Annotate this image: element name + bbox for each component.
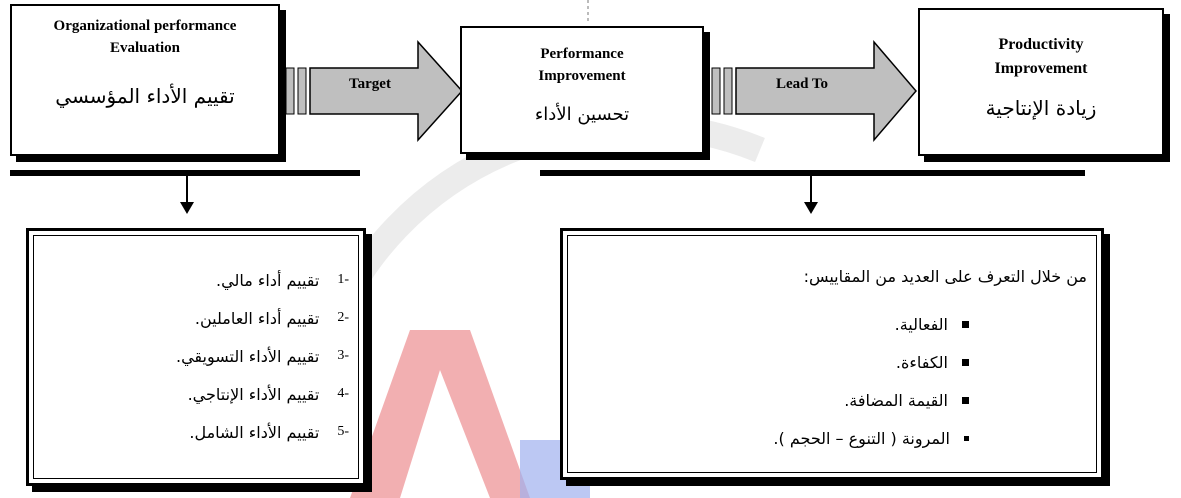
list-text: تقييم أداء مالي.: [216, 270, 320, 290]
right-down-arrow-line: [810, 176, 812, 206]
list-text: تقييم الأداء الإنتاجي.: [187, 384, 320, 404]
target-arrow: [285, 40, 464, 142]
productivity-title-line1: Productivity: [998, 36, 1084, 53]
improvement-box: Performance Improvement تحسين الأداء: [460, 26, 704, 154]
list-item: -3 تقييم الأداء التسويقي.: [49, 337, 349, 375]
list-text: المرونة ( التنوع – الحجم ).: [773, 428, 950, 448]
bullet-icon: [962, 396, 969, 404]
evaluation-types-box: -1 تقييم أداء مالي. -2 تقييم أداء العامل…: [26, 228, 366, 486]
list-text: تقييم أداء العاملين.: [194, 308, 320, 328]
list-number: -2: [337, 310, 349, 325]
evaluation-title-line1: Organizational performance: [53, 18, 237, 34]
productivity-title-line2: Improvement: [994, 60, 1088, 77]
lead-to-arrow: [711, 40, 917, 143]
measures-list: الفعالية. الكفاءة. القيمة المضافة. المرو…: [669, 305, 969, 457]
list-item: الكفاءة.: [669, 343, 969, 381]
evaluation-title-line2: Evaluation: [109, 40, 181, 56]
list-number: -3: [337, 348, 349, 363]
list-text: تقييم الأداء التسويقي.: [175, 346, 320, 366]
list-item: -1 تقييم أداء مالي.: [49, 261, 349, 299]
bullet-icon: [962, 358, 969, 366]
bullet-icon: [962, 320, 969, 328]
measures-box: من خلال التعرف على العديد من المقاييس: ا…: [560, 228, 1104, 480]
left-down-arrow-line: [186, 176, 188, 206]
lead-to-label: Lead To: [775, 76, 829, 92]
list-item: الفعالية.: [669, 305, 969, 343]
evaluation-title-ar: تقييم الأداء المؤسسي: [55, 84, 235, 108]
right-down-arrow-head: [804, 202, 818, 214]
improvement-title-line1: Performance: [540, 46, 624, 62]
bullet-icon: [964, 435, 969, 441]
list-item: القيمة المضافة.: [669, 381, 969, 419]
right-divider-bar: [540, 170, 1085, 176]
list-number: -1: [337, 272, 349, 287]
measures-intro: من خلال التعرف على العديد من المقاييس:: [803, 267, 1087, 286]
target-label: Target: [349, 76, 391, 92]
improvement-title-ar: تحسين الأداء: [534, 104, 630, 125]
list-item: -5 تقييم الأداء الشامل.: [49, 413, 349, 451]
list-number: -5: [337, 424, 349, 439]
evaluation-types-list: -1 تقييم أداء مالي. -2 تقييم أداء العامل…: [49, 261, 349, 451]
list-number: -4: [337, 386, 349, 401]
list-item: -4 تقييم الأداء الإنتاجي.: [49, 375, 349, 413]
list-item: المرونة ( التنوع – الحجم ).: [669, 419, 969, 457]
productivity-title-ar: زيادة الإنتاجية: [985, 96, 1097, 120]
list-text: الكفاءة.: [895, 352, 948, 372]
list-text: القيمة المضافة.: [844, 390, 948, 410]
left-down-arrow-head: [180, 202, 194, 214]
list-text: تقييم الأداء الشامل.: [189, 422, 320, 442]
left-divider-bar: [10, 170, 360, 176]
productivity-box: Productivity Improvement زيادة الإنتاجية: [918, 8, 1164, 156]
improvement-title-line2: Improvement: [538, 68, 626, 84]
list-item: -2 تقييم أداء العاملين.: [49, 299, 349, 337]
list-text: الفعالية.: [894, 314, 948, 334]
evaluation-box: Organizational performance Evaluation تق…: [10, 4, 280, 156]
